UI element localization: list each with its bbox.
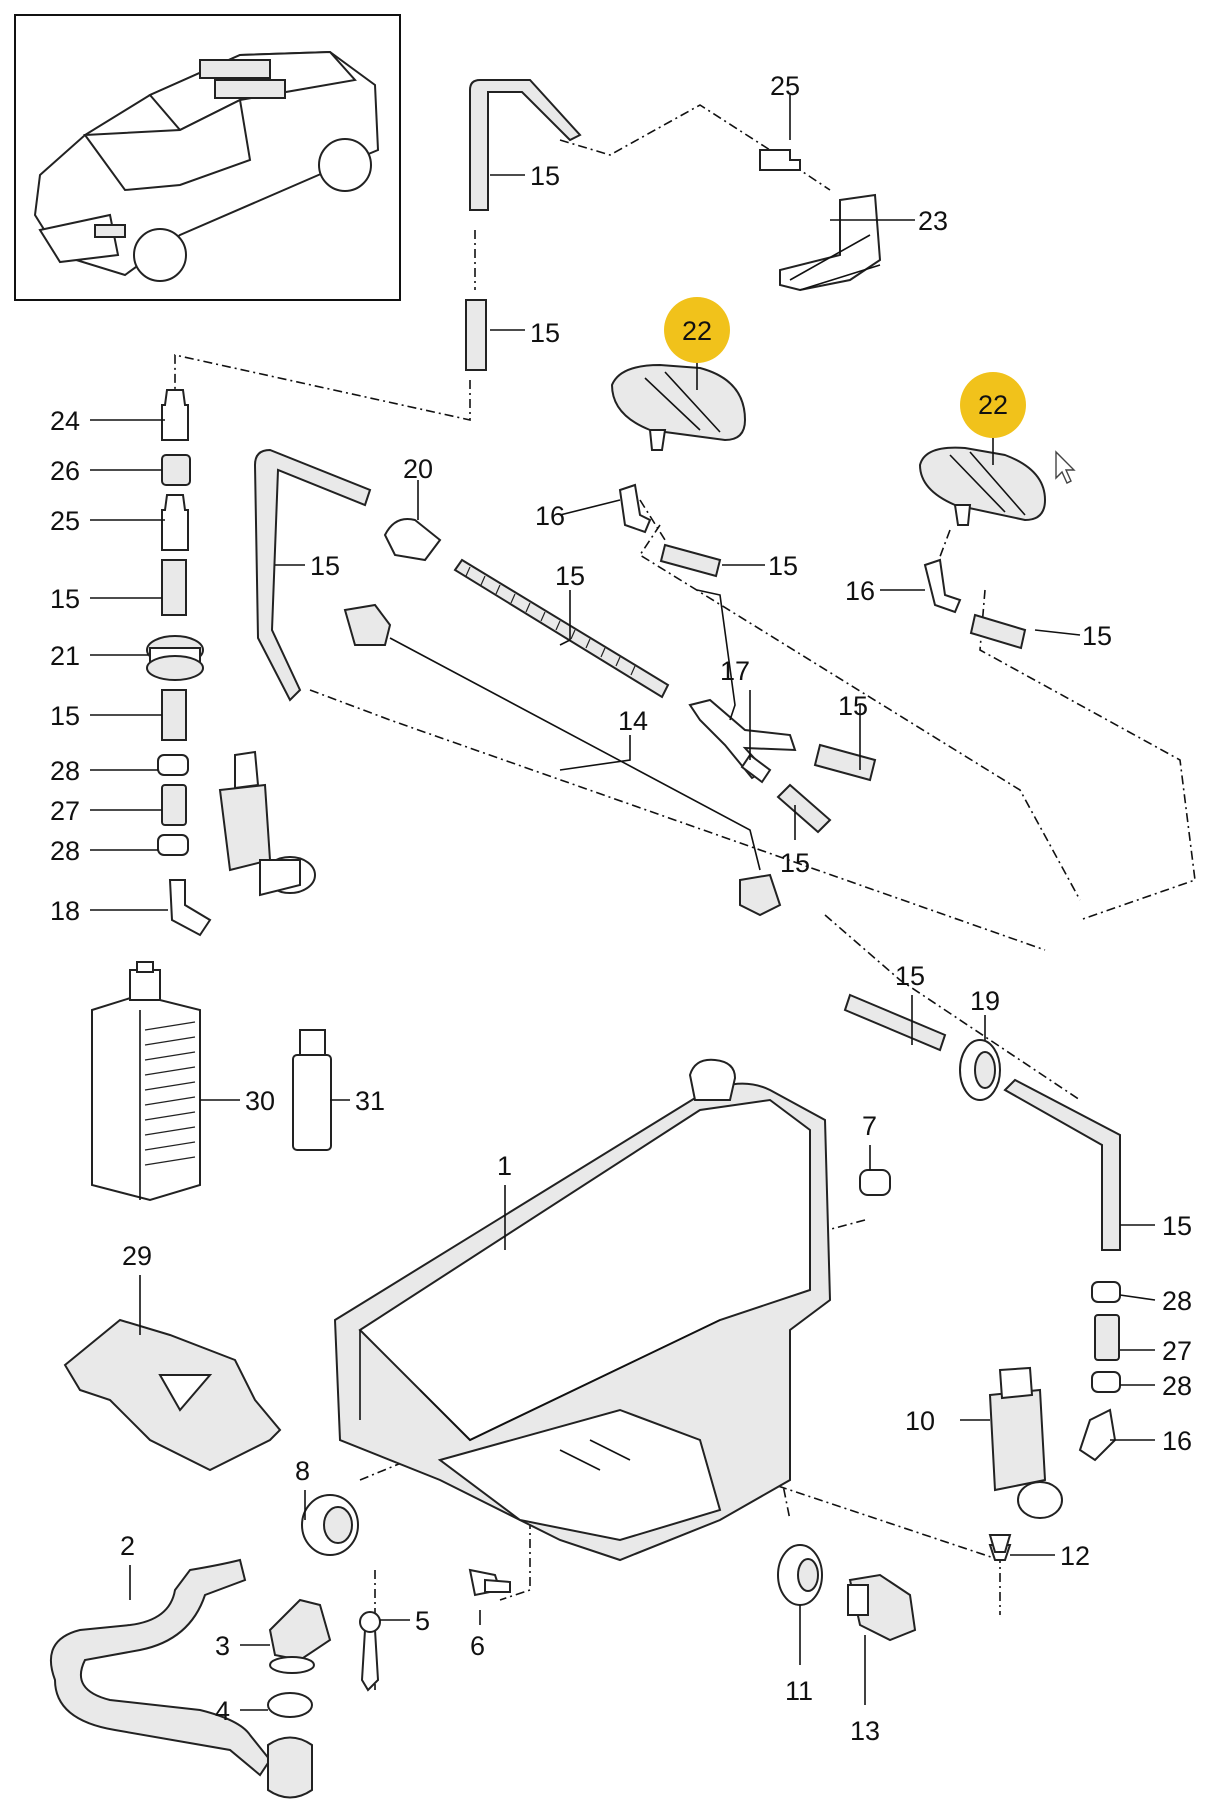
label-part-30[interactable]: 30 (245, 1086, 275, 1116)
car-thumbnail-icon (14, 14, 401, 301)
label-part-22-left[interactable]: 22 (682, 316, 712, 346)
label-part-22-right[interactable]: 22 (978, 390, 1008, 420)
label-part-15-left-a[interactable]: 15 (50, 584, 80, 614)
label-part-27-left[interactable]: 27 (50, 796, 80, 826)
label-part-16-bottom[interactable]: 16 (1162, 1426, 1192, 1456)
label-part-15-top-b[interactable]: 15 (530, 318, 560, 348)
label-part-27-right[interactable]: 27 (1162, 1336, 1192, 1366)
label-part-5[interactable]: 5 (415, 1606, 430, 1636)
label-part-8[interactable]: 8 (295, 1456, 310, 1486)
label-part-4[interactable]: 4 (215, 1696, 230, 1726)
label-part-20[interactable]: 20 (403, 454, 433, 484)
label-part-21[interactable]: 21 (50, 641, 80, 671)
label-part-10[interactable]: 10 (905, 1406, 935, 1436)
label-part-28-right-a[interactable]: 28 (1162, 1286, 1192, 1316)
part-22-highlight-right (960, 372, 1026, 438)
label-part-15-mid[interactable]: 15 (555, 561, 585, 591)
label-part-15-left-b[interactable]: 15 (50, 701, 80, 731)
label-part-13[interactable]: 13 (850, 1716, 880, 1746)
label-part-19[interactable]: 19 (970, 986, 1000, 1016)
label-part-16-left[interactable]: 16 (535, 501, 565, 531)
label-part-18[interactable]: 18 (50, 896, 80, 926)
label-part-15-right-b[interactable]: 15 (1162, 1211, 1192, 1241)
label-part-3[interactable]: 3 (215, 1631, 230, 1661)
label-part-15-y-right[interactable]: 15 (838, 691, 868, 721)
label-part-14[interactable]: 14 (618, 706, 648, 736)
label-part-25-top[interactable]: 25 (770, 71, 800, 101)
label-part-26[interactable]: 26 (50, 456, 80, 486)
label-part-29[interactable]: 29 (122, 1241, 152, 1271)
label-part-1[interactable]: 1 (497, 1151, 512, 1181)
label-part-28-left-b[interactable]: 28 (50, 836, 80, 866)
label-part-15-top-a[interactable]: 15 (530, 161, 560, 191)
label-part-15-mid-left[interactable]: 15 (310, 551, 340, 581)
part-22-highlight-left (664, 297, 730, 363)
arrow-cursor-icon (1055, 450, 1076, 484)
label-part-16-right[interactable]: 16 (845, 576, 875, 606)
label-part-2[interactable]: 2 (120, 1531, 135, 1561)
label-part-24[interactable]: 24 (50, 406, 80, 436)
label-part-23[interactable]: 23 (918, 206, 948, 236)
label-part-11[interactable]: 11 (785, 1676, 813, 1706)
label-part-6[interactable]: 6 (470, 1631, 485, 1661)
label-part-17[interactable]: 17 (720, 656, 750, 686)
label-part-7[interactable]: 7 (862, 1111, 877, 1141)
label-part-28-left-a[interactable]: 28 (50, 756, 80, 786)
label-part-15-nozzle-right[interactable]: 15 (1082, 621, 1112, 651)
label-part-12[interactable]: 12 (1060, 1541, 1090, 1571)
label-part-28-right-b[interactable]: 28 (1162, 1371, 1192, 1401)
label-part-15-y-bottom[interactable]: 15 (780, 848, 810, 878)
label-part-31[interactable]: 31 (355, 1086, 385, 1116)
label-part-15-nozzle-left[interactable]: 15 (768, 551, 798, 581)
label-part-15-right-a[interactable]: 15 (895, 961, 925, 991)
label-part-25-left[interactable]: 25 (50, 506, 80, 536)
